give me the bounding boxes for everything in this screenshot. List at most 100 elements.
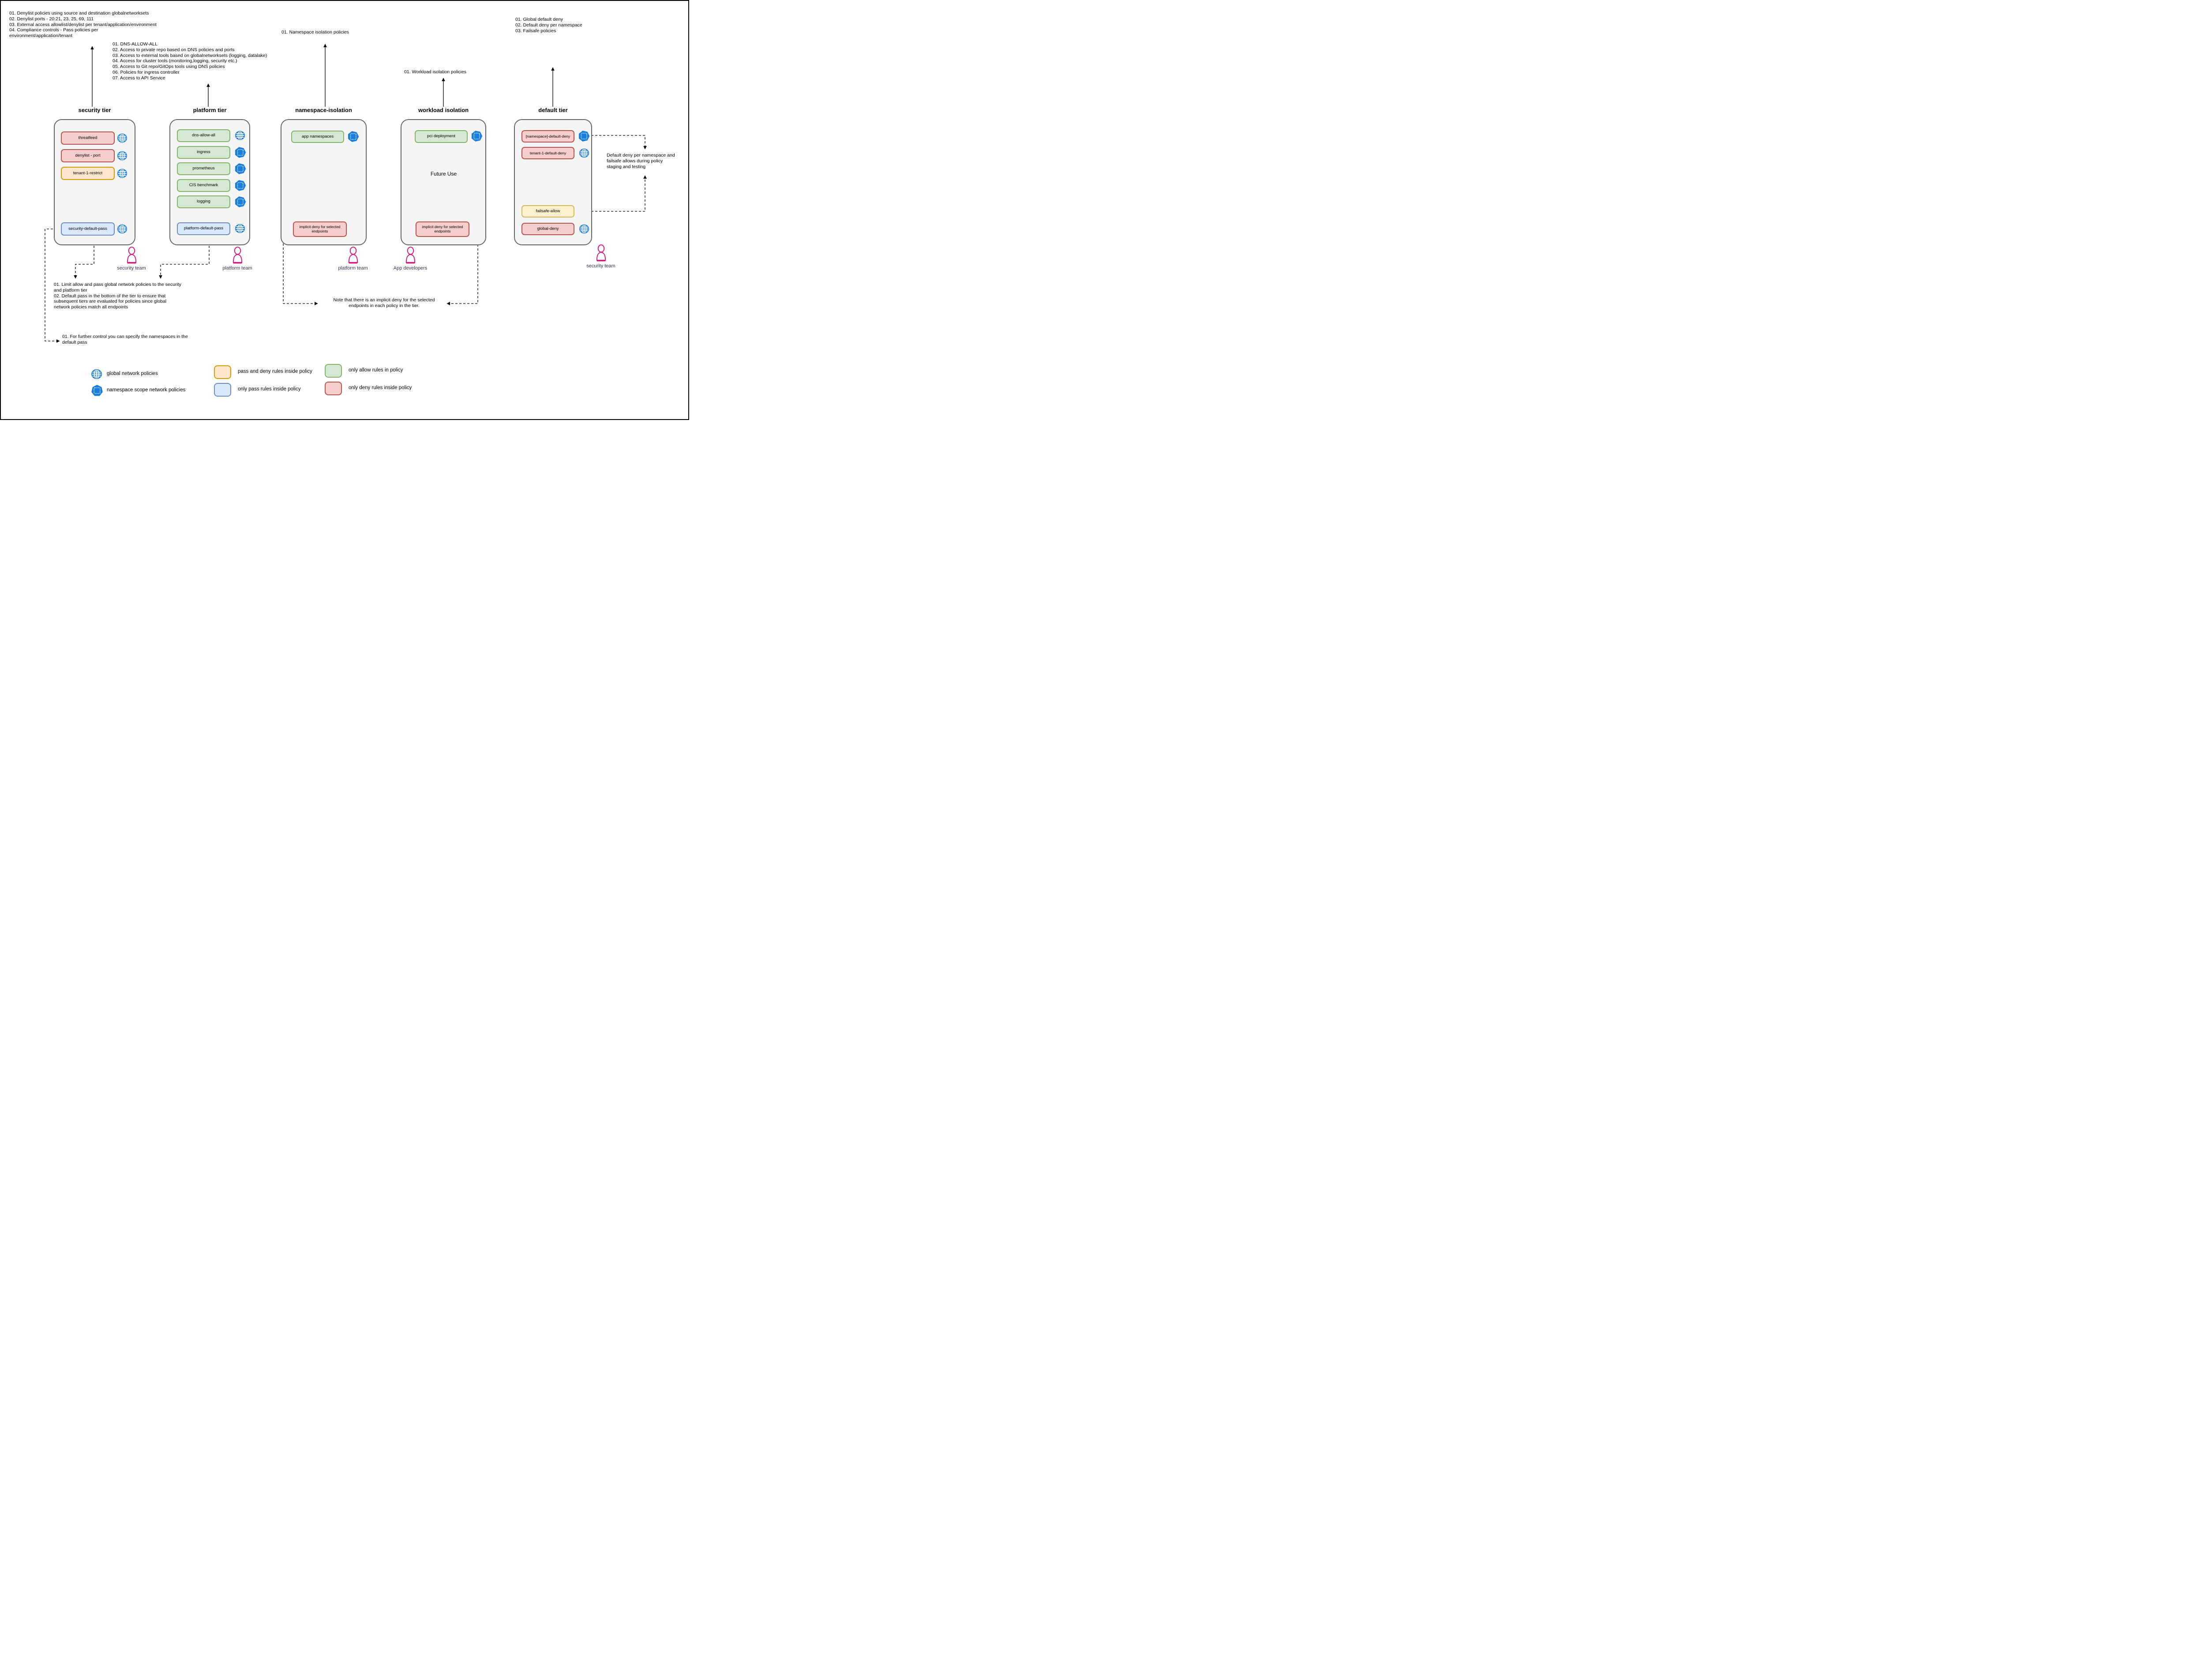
limit-allow-pass-note: 01. Limit allow and pass global network …	[54, 282, 181, 310]
policy-denylist-port: denylist - port	[61, 149, 115, 162]
note-line: environment/application/tenant	[9, 33, 73, 39]
person-icon	[231, 247, 244, 265]
legend-pass-deny: pass and deny rules inside policy	[238, 369, 312, 374]
tier-title-default: default tier	[538, 107, 568, 113]
policy-failsafe-allow: failsafe-allow	[521, 205, 574, 218]
team-label-platform-1: platform team	[222, 266, 252, 271]
note-line: 03. External access allowlist/denylist p…	[9, 22, 157, 27]
note-line: 01. Global default deny	[515, 17, 563, 22]
note-line: 03. Access to external tools based on gl…	[113, 52, 267, 58]
note-line: 03. Failsafe policies	[515, 28, 556, 34]
note-line: Note that there is an implicit deny for …	[333, 297, 435, 303]
note-line: 05. Access to Git repo/GitOps tools usin…	[113, 64, 225, 70]
global-network-policy-icon	[235, 131, 245, 140]
note-line: 02. Denylist ports - 20:21, 23, 25, 69, …	[9, 16, 94, 22]
person-icon	[346, 247, 360, 265]
policy-global-deny: global-deny	[521, 223, 574, 235]
tier-title-security: security tier	[78, 107, 111, 113]
legend-only-allow: only allow rules in policy	[349, 368, 403, 373]
default-tier-notes: 01. Global default deny 02. Default deny…	[515, 17, 582, 34]
policy-threatfeed: threatfeed	[61, 131, 115, 145]
global-network-policy-icon	[91, 369, 102, 379]
note-line: 02. Access to private repo based on DNS …	[113, 47, 235, 52]
policy-namespace-default-deny: [namespace]-default-deny	[521, 130, 574, 142]
note-line: 02. Default deny per namespace	[515, 22, 582, 28]
person-icon	[404, 247, 417, 265]
dashed-platform-tier-to-limit-note	[159, 246, 210, 279]
legend-swatch-pass-deny	[214, 365, 231, 379]
namespace-policy-icon	[235, 196, 246, 208]
namespace-isolation-note: 01. Namespace isolation policies	[281, 30, 349, 35]
legend-swatch-only-allow	[325, 364, 342, 378]
implicit-deny-note: Note that there is an implicit deny for …	[326, 297, 442, 309]
tier-title-platform: platform tier	[193, 107, 227, 113]
policy-dns-allow-all: dns-allow-all	[177, 129, 230, 142]
legend-only-pass: only pass rules inside policy	[238, 386, 301, 392]
note-line: subsequent tiers are evaluated for polic…	[54, 299, 167, 304]
global-network-policy-icon	[117, 169, 128, 178]
team-label-security-1: security team	[117, 266, 146, 271]
policy-tenant-1-restrict: tenant-1-restrict	[61, 167, 115, 180]
legend-global-policies: global network policies	[107, 371, 158, 376]
note-line: network policies match all endpoints	[54, 304, 128, 310]
global-network-policy-icon	[117, 224, 128, 234]
namespace-policy-icon	[235, 180, 246, 191]
note-line: and platform tier	[54, 287, 87, 293]
person-icon	[594, 244, 608, 262]
policy-tenant-1-default-deny: tenant-1-default-deny	[521, 147, 574, 159]
global-network-policy-icon	[117, 133, 128, 143]
note-line: 02. Default pass in the bottom of the ti…	[54, 293, 166, 299]
diagram-canvas: 01. Denylist policies using source and d…	[0, 0, 689, 420]
future-use-label: Future Use	[430, 171, 457, 177]
workload-isolation-note: 01. Workload isolation policies	[404, 69, 467, 75]
policy-prometheus: prometheus	[177, 162, 230, 175]
note-line: endpoints in each policy in the tier.	[349, 303, 420, 308]
team-label-security-2: security team	[586, 263, 615, 269]
namespace-policy-icon	[472, 131, 483, 142]
tier-title-namespace-isolation: namespace-isolation	[295, 107, 352, 113]
note-line: failsafe allows during policy	[607, 158, 663, 164]
note-line: 04. Compliance controls - Pass policies …	[9, 27, 98, 33]
policy-cis-benchmark: CIS benchmark	[177, 179, 230, 192]
person-icon	[125, 247, 139, 265]
note-line: 04. Access for cluster tools (monitoring…	[113, 58, 237, 64]
security-tier-notes: 01. Denylist policies using source and d…	[9, 11, 157, 39]
note-line: 01. Limit allow and pass global network …	[54, 282, 181, 287]
policy-implicit-deny-workload: implicit deny for selected endpoints	[416, 221, 469, 237]
global-network-policy-icon	[235, 224, 245, 233]
team-label-platform-2: platform team	[338, 266, 368, 271]
namespace-policy-icon	[91, 384, 103, 397]
policy-ingress: ingress	[177, 146, 230, 159]
note-line: default pass	[62, 339, 87, 345]
legend-swatch-only-deny	[325, 382, 342, 395]
global-network-policy-icon	[579, 224, 589, 234]
policy-security-default-pass: security-default-pass	[61, 222, 115, 236]
namespace-policy-icon	[235, 163, 246, 175]
namespace-policy-icon	[579, 131, 590, 142]
policy-pci-deployment: pci deployment	[415, 130, 468, 143]
note-line: 01. DNS-ALLOW-ALL	[113, 41, 158, 47]
namespace-policy-icon	[235, 147, 246, 158]
note-line: 01. For further control you can specify …	[62, 334, 188, 339]
legend-only-deny: only deny rules inside policy	[349, 385, 412, 390]
further-control-note: 01. For further control you can specify …	[62, 334, 188, 345]
global-network-policy-icon	[117, 151, 128, 161]
dashed-security-tier-to-limit-note	[74, 246, 94, 279]
note-line: 01. Denylist policies using source and d…	[9, 11, 149, 16]
team-label-app-developers: App developers	[393, 266, 428, 271]
global-network-policy-icon	[579, 148, 589, 158]
platform-tier-notes: 01. DNS-ALLOW-ALL 02. Access to private …	[113, 41, 267, 81]
default-deny-failsafe-note: Default deny per namespace and failsafe …	[607, 153, 675, 169]
tier-title-workload-isolation: workload isolation	[418, 107, 469, 113]
legend-swatch-only-pass	[214, 383, 231, 397]
policy-app-namespaces: app namespaces	[291, 131, 344, 143]
note-line: 07. Access to API Service	[113, 75, 165, 81]
policy-platform-default-pass: platform-default-pass	[177, 222, 230, 235]
note-line: Default deny per namespace and	[607, 153, 675, 158]
policy-logging: logging	[177, 195, 230, 208]
namespace-policy-icon	[348, 131, 359, 142]
note-line: staging and testing	[607, 164, 646, 169]
legend-namespace-policies: namespace scope network policies	[107, 387, 186, 393]
note-line: 06. Policies for ingress controller	[113, 69, 180, 75]
policy-implicit-deny-namespace: implicit deny for selected endpoints	[293, 221, 347, 237]
